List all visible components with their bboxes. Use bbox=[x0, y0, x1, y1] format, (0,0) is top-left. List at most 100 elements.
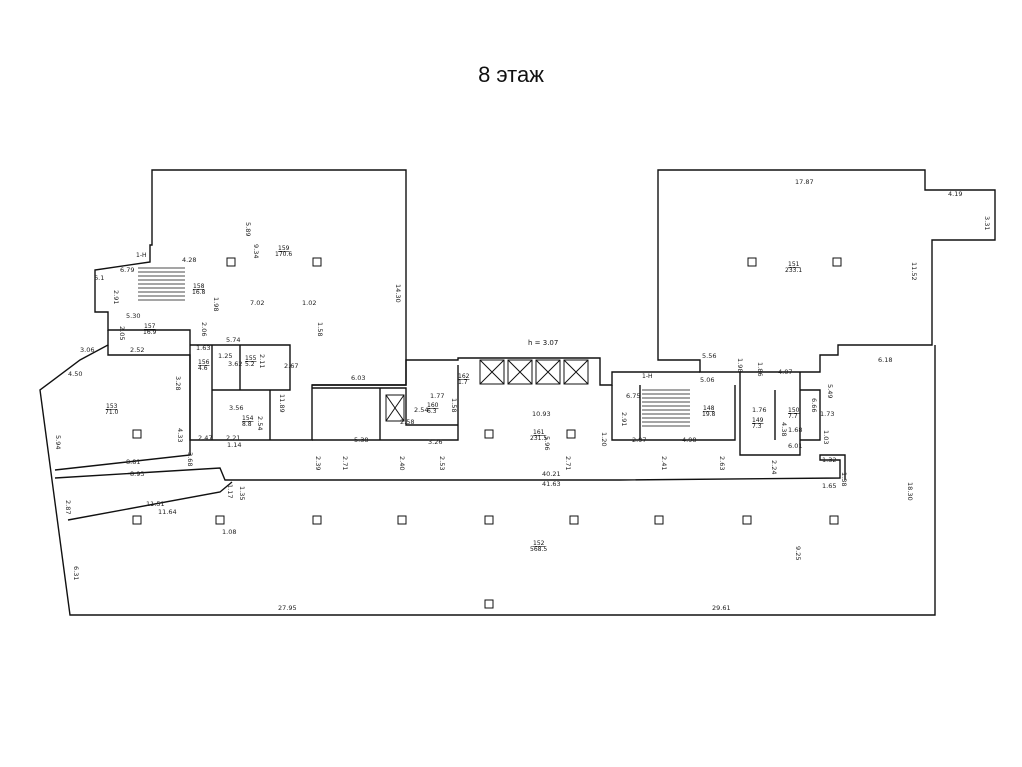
wall-central-corridor bbox=[312, 357, 700, 386]
dimension-label: 1.58 bbox=[450, 398, 458, 412]
dimension-label: 14.30 bbox=[394, 284, 402, 303]
dimension-label: 3.31 bbox=[983, 216, 991, 230]
room-area: 170.6 bbox=[275, 251, 292, 258]
dimension-label: 10.93 bbox=[532, 410, 551, 418]
column bbox=[312, 515, 322, 525]
stair-right bbox=[642, 389, 690, 427]
dimension-label: 2.91 bbox=[620, 412, 628, 426]
column bbox=[215, 515, 225, 525]
dimension-label: 11.64 bbox=[158, 508, 177, 516]
dimension-label: 6.01 bbox=[788, 442, 802, 450]
dimension-label: 2.54 bbox=[414, 406, 428, 414]
axis-mark: 1-Н bbox=[136, 252, 147, 259]
dimension-label: 2.11 bbox=[258, 354, 266, 368]
dimension-label: 1.98 bbox=[212, 297, 220, 311]
wall-right-block bbox=[657, 169, 996, 373]
room-number: 160 bbox=[427, 402, 439, 409]
dimension-label: 41.63 bbox=[542, 480, 561, 488]
room-number: 156 bbox=[198, 359, 210, 366]
dimension-label: 2.21 bbox=[226, 434, 240, 442]
dimension-label: 18.30 bbox=[906, 482, 914, 501]
room-area: 231.5 bbox=[530, 435, 547, 442]
dimension-label: 2.40 bbox=[398, 456, 406, 470]
dimension-label: 6.66 bbox=[810, 398, 818, 412]
dimension-label: 1.03 bbox=[822, 430, 830, 444]
dimension-label: 3.26 bbox=[428, 438, 442, 446]
dimension-label: 3.68 bbox=[186, 452, 194, 466]
room-area: 1.7 bbox=[458, 379, 468, 386]
dimension-label: 4.38 bbox=[780, 422, 788, 436]
dimension-label: 2.71 bbox=[564, 456, 572, 470]
column bbox=[654, 515, 664, 525]
dimension-label: 3.06 bbox=[80, 346, 94, 354]
room-area: 7.3 bbox=[752, 423, 762, 430]
floor-title: 8 этаж bbox=[478, 62, 544, 87]
room-area: 4.6 bbox=[198, 365, 208, 372]
column bbox=[742, 515, 752, 525]
dimension-label: 6.03 bbox=[351, 374, 365, 382]
dimension-label: 1.86 bbox=[756, 362, 764, 376]
elevator-shaft bbox=[535, 359, 561, 385]
column bbox=[132, 429, 142, 439]
column bbox=[832, 257, 842, 267]
dimension-label: 4.50 bbox=[68, 370, 82, 378]
dimension-label: 1.77 bbox=[430, 392, 444, 400]
dimension-label: 2.67 bbox=[284, 362, 298, 370]
room-area: 6.3 bbox=[427, 408, 437, 415]
column bbox=[569, 515, 579, 525]
wall-core bbox=[312, 365, 459, 441]
dimension-label: 2.97 bbox=[632, 436, 646, 444]
wall-wet-rooms bbox=[190, 344, 291, 440]
elevator-shaft bbox=[507, 359, 533, 385]
column bbox=[484, 515, 494, 525]
stair-left bbox=[138, 267, 185, 301]
dimension-label: 6.31 bbox=[72, 566, 80, 580]
dimension-label: 4.98 bbox=[682, 436, 696, 444]
room-area: 7.7 bbox=[788, 413, 798, 420]
dimension-label: 2.54 bbox=[256, 416, 264, 430]
column bbox=[226, 257, 236, 267]
dimension-label: 1.68 bbox=[788, 426, 802, 434]
dimension-label: 2.52 bbox=[130, 346, 144, 354]
room-area: 16.9 bbox=[143, 329, 157, 336]
dimension-label: 4.07 bbox=[778, 368, 792, 376]
wall-room-153 bbox=[54, 345, 191, 471]
room-number: 158 bbox=[193, 283, 205, 290]
room-number: 149 bbox=[752, 417, 764, 424]
dimension-label: 1.08 bbox=[222, 528, 236, 536]
dimension-label: 11.52 bbox=[910, 262, 918, 281]
dimension-label: 5.38 bbox=[354, 436, 368, 444]
room-number: 155 bbox=[245, 355, 257, 362]
dimension-label: 40.21 bbox=[542, 470, 561, 478]
dimension-label: 2.53 bbox=[438, 456, 446, 470]
column bbox=[397, 515, 407, 525]
dimension-label: 2.63 bbox=[718, 456, 726, 470]
dimension-label: 3.56 bbox=[229, 404, 243, 412]
dimension-label: 27.95 bbox=[278, 604, 297, 612]
dimension-label: 9.25 bbox=[794, 546, 802, 560]
room-number: 154 bbox=[242, 415, 254, 422]
elevator-shaft bbox=[385, 394, 405, 422]
dimension-label: 9.34 bbox=[252, 244, 260, 258]
dimension-label: 2.71 bbox=[341, 456, 349, 470]
dimension-label: 2.47 bbox=[198, 434, 212, 442]
dimension-label: 1.58 bbox=[316, 322, 324, 336]
dimension-label: 3.28 bbox=[174, 376, 182, 390]
elevator-shaft bbox=[479, 359, 505, 385]
dimension-label: 2.06 bbox=[200, 322, 208, 336]
dimension-label: 6.79 bbox=[120, 266, 134, 274]
dimension-label: 11.51 bbox=[146, 500, 165, 508]
dimension-label: 5.49 bbox=[826, 384, 834, 398]
ceiling-height-label: h = 3.07 bbox=[528, 339, 558, 347]
dimension-label: 1.65 bbox=[822, 482, 836, 490]
axis-mark: 1-Н bbox=[642, 373, 653, 380]
dimension-label: 1.63 bbox=[196, 344, 210, 352]
room-area: 5.2 bbox=[245, 361, 255, 368]
dimension-label: 1.17 bbox=[226, 484, 234, 498]
room-area: 71.0 bbox=[105, 409, 119, 416]
dimension-label: 1.35 bbox=[238, 486, 246, 500]
dimension-label: 5.89 bbox=[244, 222, 252, 236]
room-number: 162 bbox=[458, 373, 470, 380]
wall-right-stair bbox=[611, 385, 736, 441]
room-number: 159 bbox=[278, 245, 290, 252]
